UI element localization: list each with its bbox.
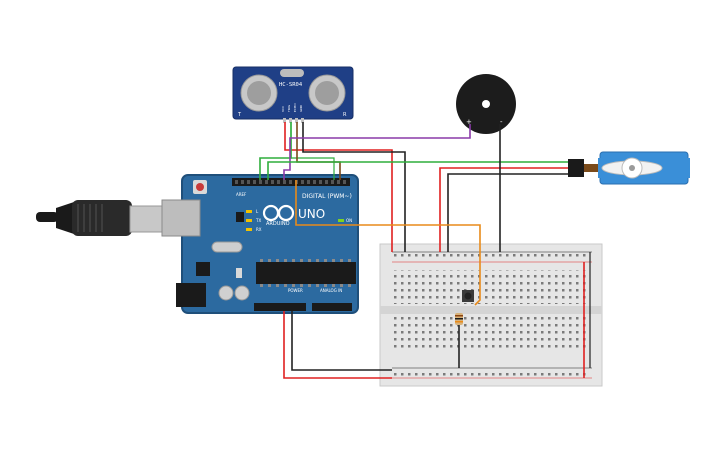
led-label-l: L <box>256 209 259 214</box>
buzzer-minus-label: - <box>500 118 503 126</box>
wire-sensor-vcc <box>284 122 393 252</box>
led-label-tx: TX <box>255 218 261 223</box>
wire-sensor-gnd <box>302 122 406 252</box>
power-label: POWER <box>288 288 303 293</box>
reset-button[interactable] <box>196 183 204 191</box>
led-label-rx: RX <box>256 227 262 232</box>
aref-label: AREF <box>236 192 247 197</box>
sensor-model-label: HC-SR04 <box>279 82 303 88</box>
resistor <box>455 313 463 325</box>
status-leds: L TX RX ON <box>246 209 352 232</box>
wire-arduino-gnd <box>291 311 392 371</box>
pin-label-vcc: VCC <box>281 106 285 112</box>
breadboard[interactable] <box>379 243 603 387</box>
ultrasonic-sensor[interactable]: HC-SR04 T R VCC TRIG ECHO GND <box>232 66 354 123</box>
arduino-uno-board[interactable]: DIGITAL (PWM~) AREF ARDUINO UNO L TX RX … <box>161 174 359 314</box>
pin-label-echo: ECHO <box>293 103 297 112</box>
on-led-label: ON <box>346 218 352 223</box>
wire-servo-power <box>439 167 568 252</box>
usb-cable <box>36 200 165 236</box>
sensor-corner-t: T <box>237 112 242 118</box>
power-header <box>254 303 306 311</box>
buzzer-plus-label: + <box>466 118 472 126</box>
wire-buzzer-plus <box>283 124 471 180</box>
arduino-logo: ARDUINO UNO <box>262 204 325 227</box>
analog-header <box>312 303 352 311</box>
servo-motor[interactable] <box>568 151 690 185</box>
pin-label-gnd: GND <box>299 104 303 112</box>
piezo-buzzer[interactable]: + - <box>456 74 516 134</box>
wire-servo-signal <box>267 161 568 180</box>
analog-label: ANALOG IN <box>320 288 342 293</box>
model-label: UNO <box>298 207 325 221</box>
wire-sensor-trig <box>259 122 292 180</box>
digital-header-label: DIGITAL (PWM~) <box>302 193 352 200</box>
wire-button-signal <box>295 180 481 306</box>
atmega-chip <box>256 262 356 284</box>
brand-label: ARDUINO <box>266 221 290 227</box>
wires <box>259 122 591 379</box>
wire-servo-gnd <box>447 173 568 252</box>
wire-arduino-5v <box>283 311 392 379</box>
wire-sensor-trig-2 <box>290 122 335 180</box>
push-button[interactable] <box>462 290 474 302</box>
pin-label-trig: TRIG <box>287 104 291 113</box>
sensor-corner-r: R <box>343 112 347 118</box>
